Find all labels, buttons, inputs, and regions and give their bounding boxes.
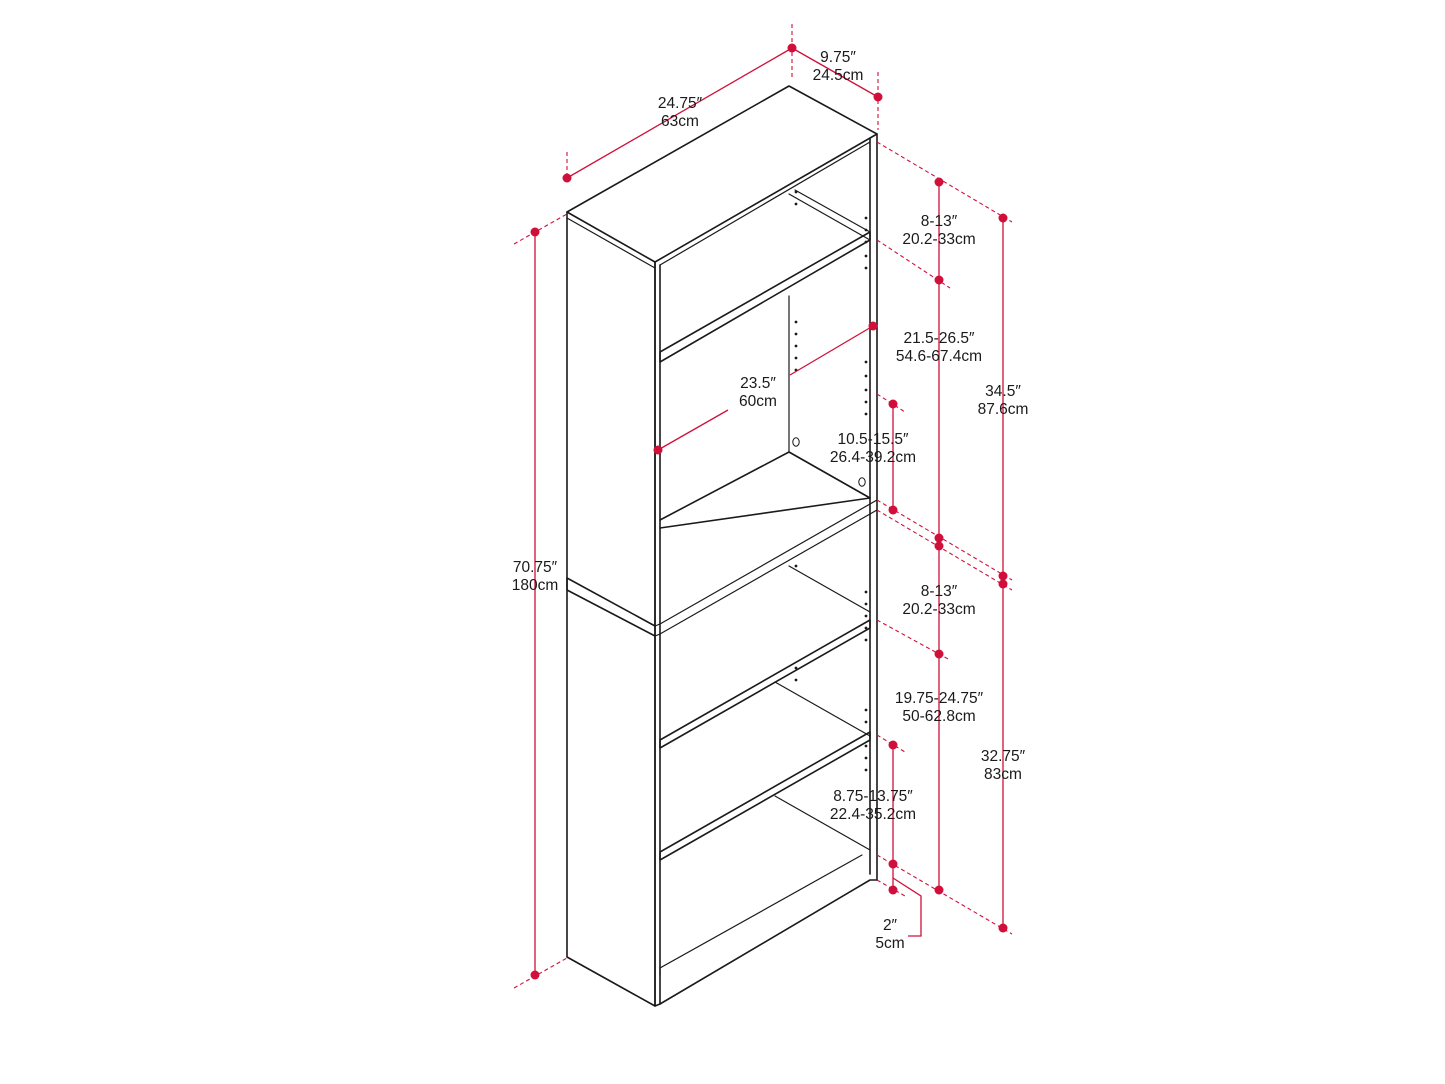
upper-low-gap-label-cm: 26.4-39.2cm	[830, 449, 916, 466]
upper-section-label-cm: 87.6cm	[978, 401, 1029, 418]
lower-low-gap-label-cm: 22.4-35.2cm	[830, 806, 916, 823]
dimension-lines	[513, 24, 1013, 989]
height-label-cm: 180cm	[512, 577, 559, 594]
dimension-labels: 9.75″ 24.5cm 24.75″ 63cm 70.75″ 180cm 23…	[512, 49, 1029, 952]
depth-label-cm: 24.5cm	[813, 67, 864, 84]
shelf-depth-label-cm: 60cm	[739, 393, 777, 410]
lower-section-label-cm: 83cm	[984, 766, 1022, 783]
base-height-label-cm: 5cm	[875, 935, 904, 952]
width-label-cm: 63cm	[661, 113, 699, 130]
bookcase-drawing	[566, 85, 878, 1007]
shelves-lower	[659, 565, 871, 861]
base-height-label-in: 2″	[883, 917, 898, 934]
upper-mid-gap-label-in: 21.5-26.5″	[904, 330, 975, 347]
lower-top-gap-label-in: 8-13″	[921, 583, 958, 600]
left-side-panel	[566, 211, 656, 1007]
lower-mid-gap-label-cm: 50-62.8cm	[902, 708, 975, 725]
upper-section-label-in: 34.5″	[985, 383, 1021, 400]
shelf-depth-label-in: 23.5″	[740, 375, 776, 392]
lower-top-gap-label-cm: 20.2-33cm	[902, 601, 975, 618]
right-side-panel	[869, 133, 878, 881]
top-upper-gap-label-cm: 20.2-33cm	[902, 231, 975, 248]
top-panel	[566, 85, 878, 263]
shelves-upper	[659, 193, 871, 529]
upper-mid-gap-label-cm: 54.6-67.4cm	[896, 348, 982, 365]
top-upper-gap-label-in: 8-13″	[921, 213, 958, 230]
module-joint	[566, 577, 656, 637]
height-label-in: 70.75″	[513, 559, 558, 576]
width-label-in: 24.75″	[658, 95, 703, 112]
shelf-pin-holes	[792, 190, 868, 772]
depth-label-in: 9.75″	[820, 49, 856, 66]
lower-section-label-in: 32.75″	[981, 748, 1026, 765]
lower-mid-gap-label-in: 19.75-24.75″	[895, 690, 984, 707]
lower-low-gap-label-in: 8.75-13.75″	[833, 788, 913, 805]
upper-low-gap-label-in: 10.5-15.5″	[838, 431, 909, 448]
